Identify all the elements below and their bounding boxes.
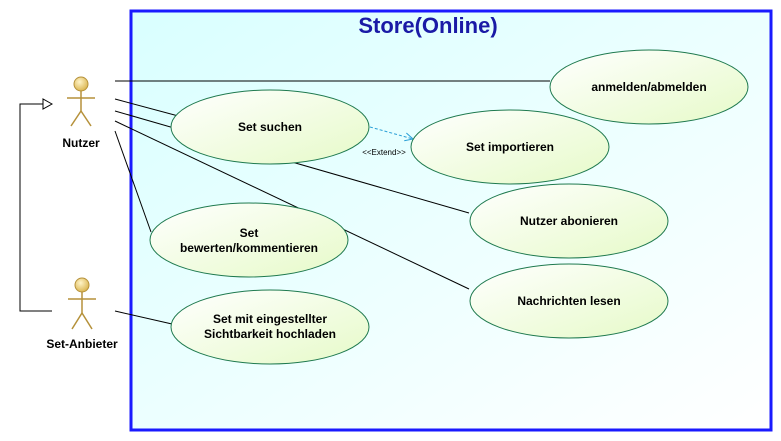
usecase-label-line1: Set (240, 226, 259, 240)
usecase-label-line2: bewerten/kommentieren (180, 241, 318, 255)
actor-label: Set-Anbieter (46, 337, 118, 351)
usecase-label-line1: Set mit eingestellter (213, 312, 327, 326)
usecase-set-suchen[interactable]: Set suchen (170, 89, 370, 165)
usecase-label: anmelden/abmelden (591, 80, 706, 94)
association-anbieter-hochladen (114, 310, 173, 325)
actor-nutzer[interactable]: Nutzer (62, 76, 100, 150)
actor-label: Nutzer (62, 136, 100, 150)
stick-figure-icon (67, 76, 95, 127)
usecase-label-line2: Sichtbarkeit hochladen (204, 327, 336, 341)
usecase-label: Set importieren (466, 140, 554, 154)
generalization-arrowhead (42, 98, 54, 110)
usecase-set-importieren[interactable]: Set importieren (410, 109, 610, 185)
usecase-set-bewerten[interactable]: Set bewerten/kommentieren (149, 202, 349, 278)
usecase-label: Set suchen (238, 120, 302, 134)
system-title: Store(Online) (358, 13, 497, 38)
usecase-anmelden-abmelden[interactable]: anmelden/abmelden (549, 49, 749, 125)
usecase-label: Nutzer abonieren (520, 214, 618, 228)
extend-relation: <<Extend>> (362, 126, 413, 157)
generalization-line (19, 103, 52, 312)
extend-label: <<Extend>> (362, 148, 406, 157)
actor-set-anbieter[interactable]: Set-Anbieter (46, 277, 118, 351)
extend-line (369, 126, 413, 139)
association-nutzer-bewerten (114, 130, 152, 233)
association-nutzer-nachrichten (114, 120, 470, 290)
usecase-nutzer-abonieren[interactable]: Nutzer abonieren (469, 183, 669, 259)
usecase-set-hochladen[interactable]: Set mit eingestellter Sichtbarkeit hochl… (170, 289, 370, 365)
generalization-arrow (19, 98, 54, 312)
usecase-label: Nachrichten lesen (517, 294, 620, 308)
stick-figure-icon (68, 277, 96, 330)
usecase-nachrichten-lesen[interactable]: Nachrichten lesen (469, 263, 669, 339)
